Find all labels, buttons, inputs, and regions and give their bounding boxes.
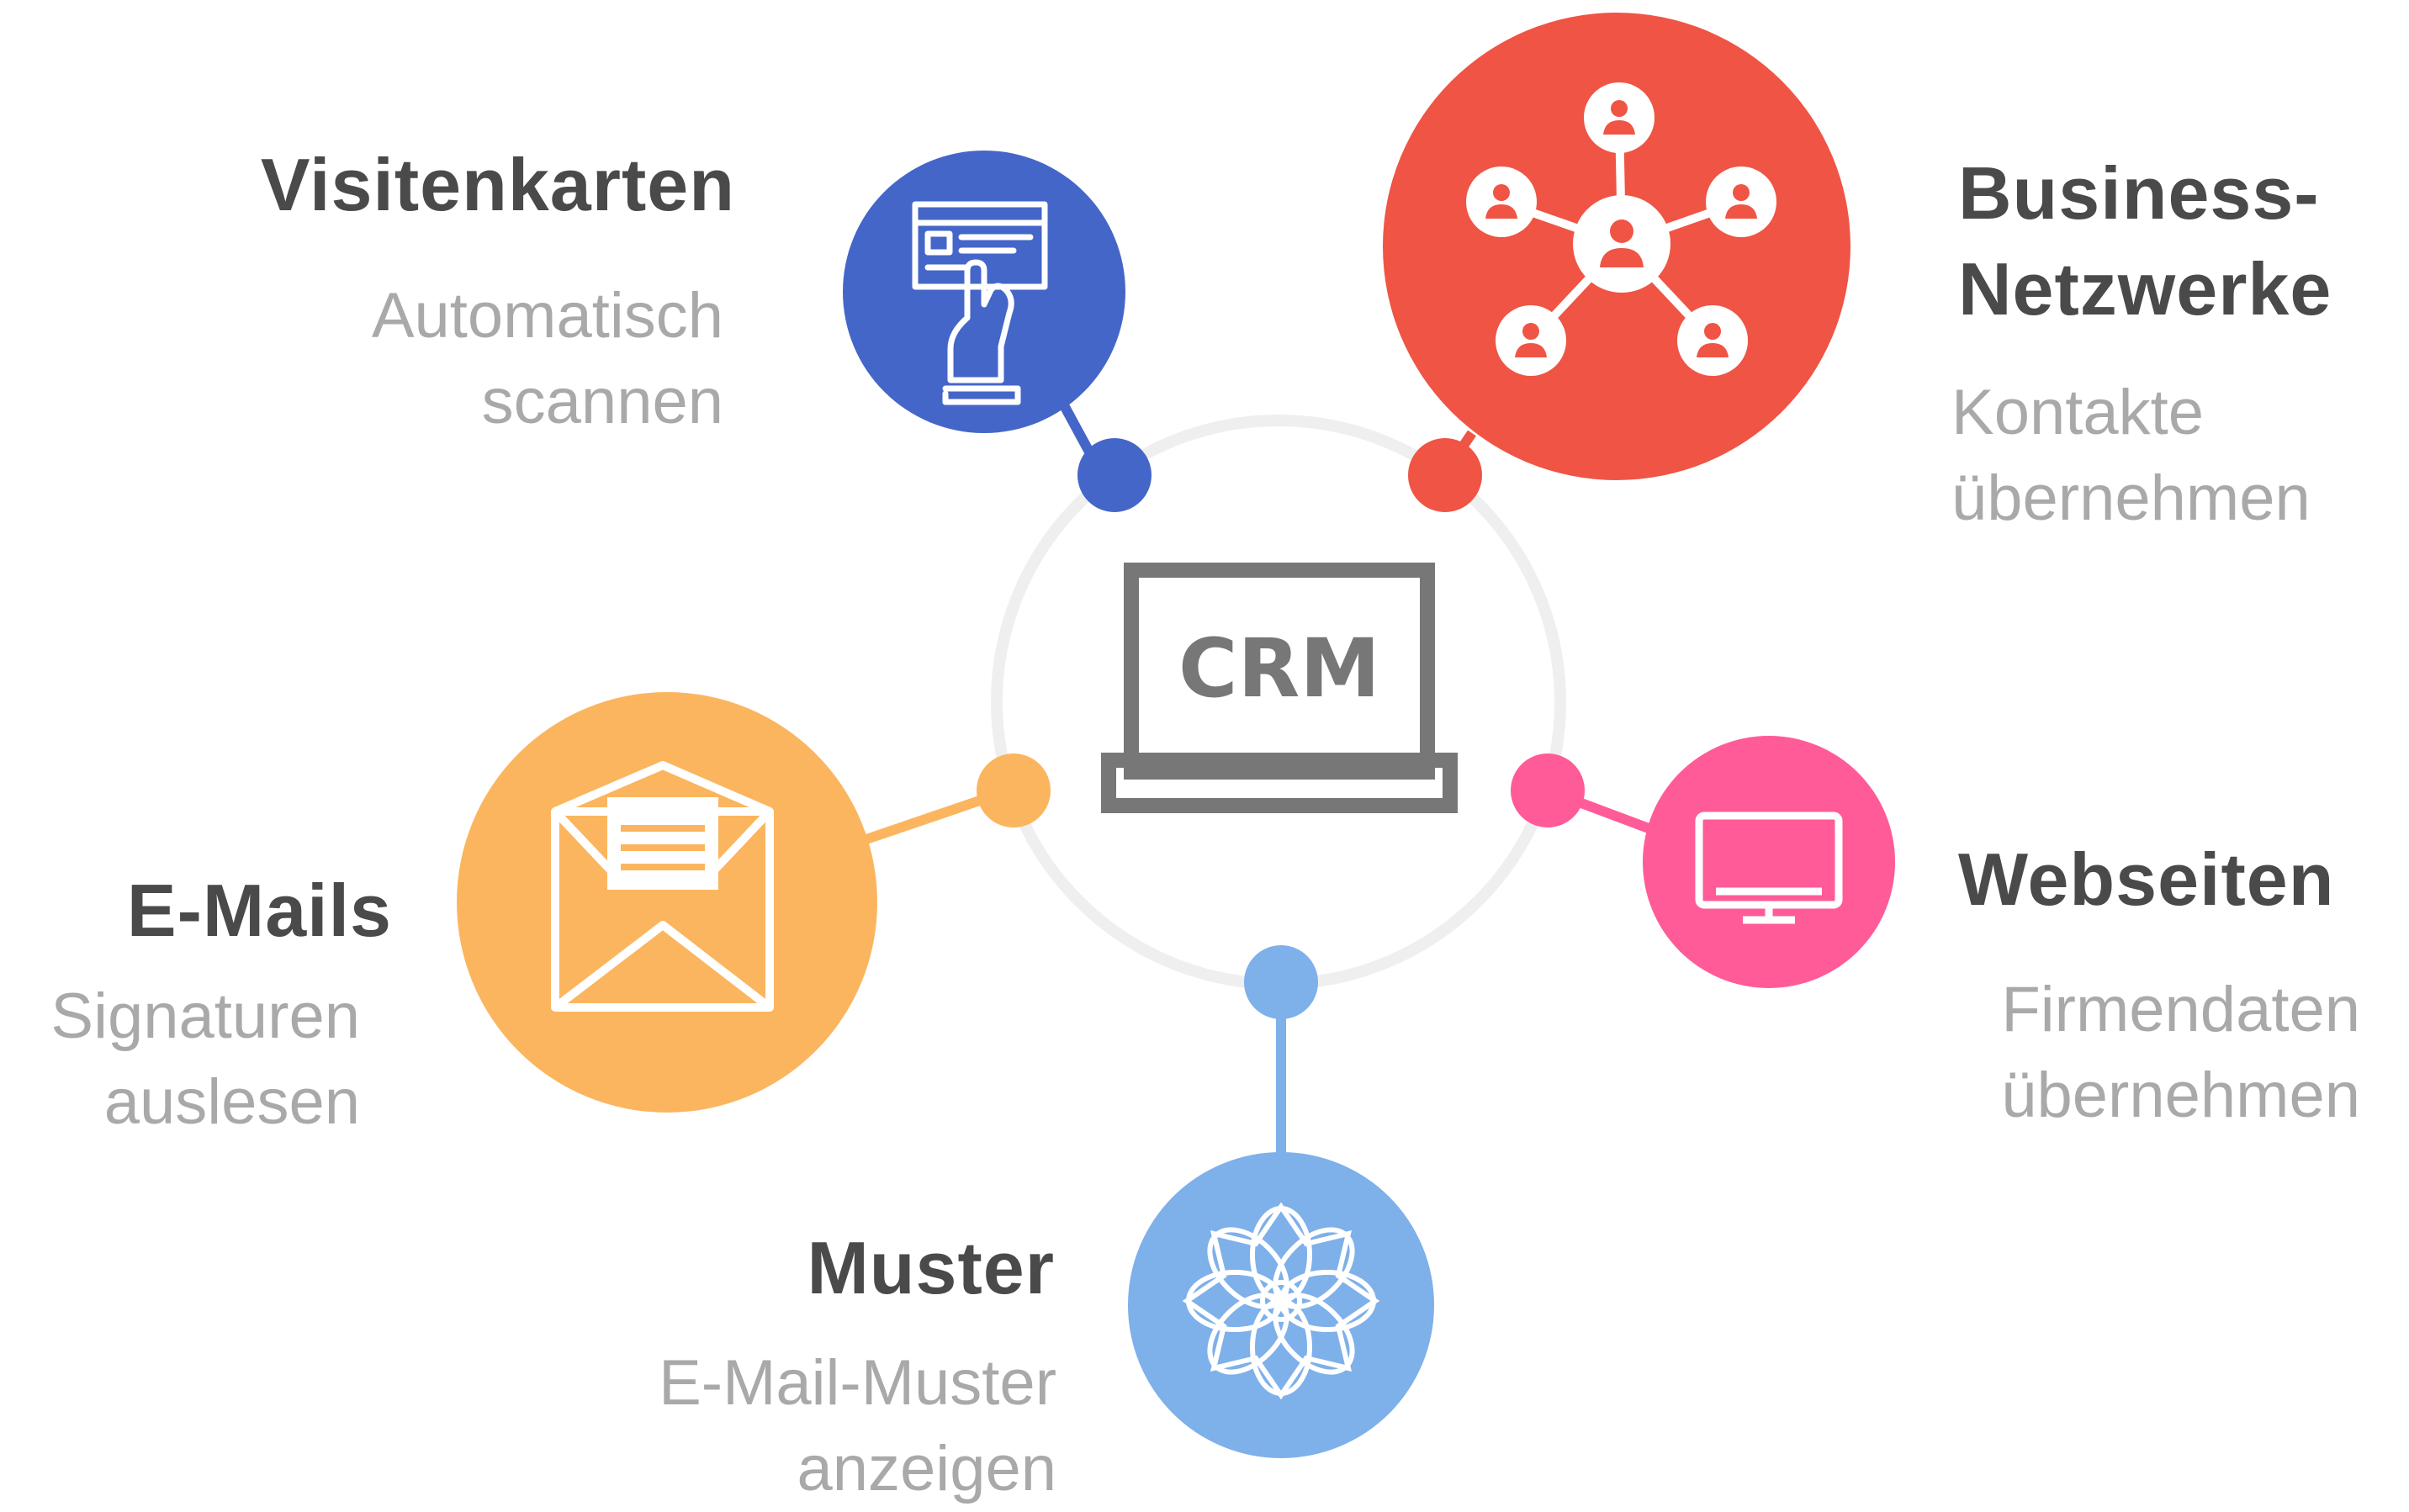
business-sub-line2: übernehmen — [1951, 463, 2311, 534]
webseiten-title: Webseiten — [1958, 838, 2335, 921]
laptop-icon: CRM — [1101, 563, 1458, 813]
visitenkarten-title: Visitenkarten — [260, 143, 735, 226]
emails-title: E-Mails — [126, 869, 392, 952]
webseiten-sub-line2: übernehmen — [2001, 1060, 2360, 1131]
business-title-line2: Netzwerke — [1958, 247, 2332, 330]
visitenkarten-sub-line2: scannen — [481, 366, 723, 437]
emails-circle — [457, 692, 877, 1113]
business-sub-line1: Kontakte — [1951, 377, 2204, 448]
crm-label: CRM — [1178, 621, 1380, 716]
muster-sub-line1: E-Mail-Muster — [659, 1347, 1056, 1419]
muster-sub-line2: anzeigen — [797, 1433, 1057, 1504]
flower-pattern-icon — [1182, 1202, 1380, 1400]
dot-webseiten — [1511, 753, 1585, 827]
dot-business — [1408, 438, 1482, 512]
open-envelope-icon — [551, 761, 774, 1012]
webseiten-circle — [1643, 736, 1895, 988]
emails-sub-line2: auslesen — [103, 1066, 360, 1138]
webseiten-sub-line1: Firmendaten — [2001, 974, 2360, 1045]
business-card-scan-icon — [912, 201, 1048, 405]
muster-title: Muster — [807, 1226, 1055, 1309]
dot-visitenkarten — [1077, 438, 1152, 512]
visitenkarten-sub-line1: Automatisch — [371, 280, 723, 352]
emails-sub-line1: Signaturen — [50, 981, 360, 1052]
monitor-icon — [1695, 812, 1843, 924]
business-title-line1: Business- — [1958, 151, 2320, 235]
dot-emails — [977, 753, 1051, 827]
network-icon — [1466, 82, 1776, 376]
dot-muster — [1244, 945, 1318, 1019]
